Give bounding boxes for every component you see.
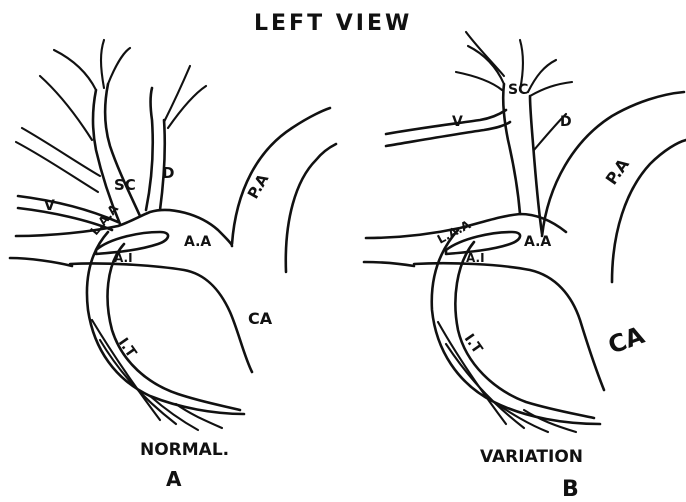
label-pa: P.A [602,155,634,189]
branch-d-1 [164,66,190,122]
common-trunk-left [503,84,520,214]
branch-b-1 [468,46,504,84]
diagram-title: LEFT VIEW [254,11,412,36]
label-d: D [560,114,572,130]
label-ca: CA [248,309,273,328]
branch-d-2 [168,86,206,128]
label-ai: A.I [466,251,485,265]
label-it: I.T [115,335,140,361]
label-sc: SC [508,82,528,98]
branch-a-2 [101,40,104,88]
caption-variation: VARIATION [480,447,583,467]
branch-b-6 [530,82,572,96]
panel-b-variation: SC D V P.A L.A.A A.A A.I I.T CA VARIATIO… [364,32,686,502]
subclavian-trunk-left [93,90,120,224]
branch-a-4 [40,76,92,140]
common-trunk-right [530,96,542,234]
label-aa: A.A [184,234,211,250]
aortic-arch-lower [70,263,252,372]
panel-a-normal: SC D V P.A L.A.A A.A A.I I.T CA NORMAL. … [10,40,336,491]
label-laa: L.A.A [435,217,474,246]
branch-a-3 [108,48,130,84]
it-branch-1 [92,320,160,420]
label-pa: P.A [244,171,273,202]
label-v: V [44,198,55,214]
branch-d-outer [146,88,153,210]
label-ca: CA [604,321,648,360]
label-laa: L.A.A [88,201,122,238]
aortic-arch-lower [414,263,604,390]
caption-normal: NORMAL. [140,440,229,460]
label-aa: A.A [524,234,551,250]
branch-a-1 [54,50,96,90]
branch-b-3 [466,32,504,76]
label-d: D [162,164,174,182]
label-v: V [452,114,463,130]
pulmonary-artery-inner [286,144,336,272]
branch-b-2 [456,72,502,90]
label-it: I.T [461,331,486,357]
pulmonary-artery-outer [232,108,330,244]
label-ai: A.I [114,251,133,265]
aortic-left-lower [364,262,414,266]
panel-letter-a: A [166,467,182,491]
panel-letter-b: B [562,477,579,502]
label-sc: SC [114,176,136,194]
aortic-left-lower [10,258,72,266]
it-branch-4 [176,404,222,428]
